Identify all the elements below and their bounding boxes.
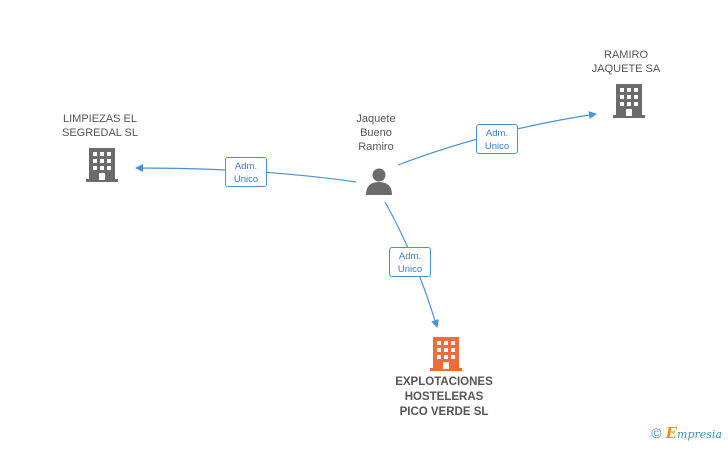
ramiro-jaquete-label[interactable]: RAMIRO JAQUETE SA (591, 49, 661, 75)
person-icon[interactable] (364, 166, 394, 196)
edge-label-limpiezas: Adm. Unico (225, 157, 267, 187)
person-label[interactable]: Jaquete Bueno Ramiro (356, 113, 396, 153)
explotaciones-hosteleras-label[interactable]: EXPLOTACIONES HOSTELERAS PICO VERDE SL (395, 376, 493, 418)
empresia-watermark: © Empresia (651, 424, 722, 442)
main-company-building-icon[interactable] (429, 335, 463, 371)
limpiezas-segredal-label[interactable]: LIMPIEZAS EL SEGREDAL SL (61, 113, 138, 139)
copyright-symbol: © (651, 425, 662, 441)
edge-label-ramiro: Adm. Unico (476, 124, 518, 154)
edge-label-explotaciones: Adm. Unico (389, 247, 431, 277)
building-icon[interactable] (85, 146, 119, 182)
building-icon[interactable] (612, 82, 646, 118)
empresia-logo[interactable]: Empresia (665, 424, 722, 442)
